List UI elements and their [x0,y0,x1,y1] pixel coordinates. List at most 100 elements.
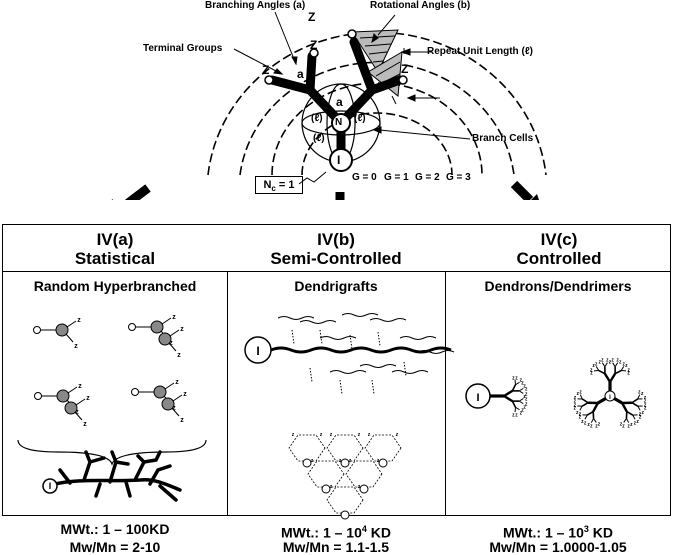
dendrimer-branch [637,405,641,411]
terminal-z: z [172,405,176,412]
terminal-z: z [590,424,593,430]
terminal-z: z [592,363,595,369]
repeat-unit-length-label: Repeat Unit Length (ℓ) [427,46,533,57]
terminal-z: z [183,391,187,398]
terminal-z-label: Z [401,62,409,76]
dendron-branch [503,394,513,403]
dendrimer-branch [579,405,583,411]
hb-molecule-4-initiator [131,388,139,396]
terminal-z: z [642,410,645,416]
nc-value: = 1 [275,179,295,191]
graft-chain [277,316,315,320]
dendrimer-branch [603,373,612,383]
panel-c-header: IV(c) [540,230,578,249]
hb-molecule-4-arm [171,407,180,417]
terminal-z: z [574,395,577,401]
dendrimer-branch [614,362,619,368]
hb-molecule-2-arm [169,329,180,337]
graft-chain [299,320,337,324]
nc-label: N [263,179,272,191]
hb-polymer-initiator [42,478,58,494]
dendrimer-core-i: I [609,395,611,401]
down-arrow-heads [111,194,539,200]
graft-chain [341,313,379,317]
terminal-z: z [587,422,590,428]
hb-molecule-2-arm [161,317,172,325]
terminal-z: z [292,432,295,438]
terminal-z: z [525,397,528,403]
dendrimer-branch [631,402,639,407]
dendrimer-branch [581,402,589,407]
panel-b-mwmn: Mw/Mn = 1.1-1.5 [282,539,390,555]
nc-subscript: c [271,184,276,194]
terminal-z: z [377,458,380,464]
dendrimer-branch [631,398,639,404]
graft-chain [391,370,429,374]
terminal-z: z [644,395,647,401]
arc-g0 [301,112,453,176]
terminal-z: z [576,410,579,416]
terminal-z: z [590,368,593,374]
terminal-z: z [74,343,78,350]
hb-molecule-3-arm [74,411,83,421]
classification-table [2,224,671,516]
dendrimer-branch [614,369,622,375]
panel-a-mwt: MWt.: 1 – 100KD [8,520,222,538]
hb-molecule-2-initiator [128,323,136,331]
terminal-z: z [609,359,612,365]
terminal-z: z [598,359,601,365]
dendrimer-branch [586,410,594,416]
graft-link [319,329,323,345]
dendrimer-branch [632,414,636,420]
dendrimer-branch [581,398,589,404]
lattice-cell [326,486,364,514]
lattice-cell [345,460,383,488]
terminal-z: z [320,432,323,438]
terminal-z: z [523,384,526,390]
panel-b-title: Dendrigrafts [294,278,378,294]
hb-molecule-3-arm [67,386,78,394]
graft-link [349,334,353,350]
panel-b-subtitle: Semi-Controlled [270,249,402,268]
terminal-z: z [595,361,598,367]
panel-b-mwt-exponent: 4 [361,524,367,534]
hb-molecule-4-monomer [153,385,167,399]
terminal-z: z [634,420,637,426]
terminal-z-label: Z [308,10,316,24]
terminal-z: z [627,424,630,430]
hb-molecule-2-monomer [158,332,172,346]
generation-label-1: G = 1 [384,172,409,183]
dendron-branch [515,406,520,411]
dendron-schematic [111,11,547,200]
dendrimer-branch [623,418,627,423]
graft-link [291,329,295,345]
hb-polymer-initiator-i: I [49,481,52,491]
terminal-z: z [358,432,361,438]
terminal-z: z [523,404,526,410]
terminal-z: z [175,379,179,386]
branching-angle-a-label: a [336,95,343,109]
branch-node-n [331,113,351,133]
terminal-z: z [349,458,352,464]
terminal-z: z [512,376,515,382]
generation-label-0: G = 0 [352,172,377,183]
terminal-z: z [625,363,628,369]
hb-molecule-1-arm [66,320,77,328]
panel-c-mwt-text: MWt.: 1 – 10 [502,524,584,541]
terminal-z: z [584,420,587,426]
terminal-z: z [521,408,524,414]
repeat-length-ell-label: (ℓ) [313,133,325,144]
panel-c-mwmn: Mw/Mn = 1.0000-1.05 [489,539,627,555]
graft-chain [369,318,407,322]
dendrimer-branch [612,362,616,368]
panel-a-title: Random Hyperbranched [33,278,197,294]
graft-link [371,379,375,395]
hb-molecule-4-arm [172,394,183,402]
terminal-z: z [644,402,647,408]
graft-link [403,361,407,377]
terminal-z: z [609,359,612,365]
hb-molecule-2-monomer [150,320,164,334]
lattice-node [378,458,388,468]
